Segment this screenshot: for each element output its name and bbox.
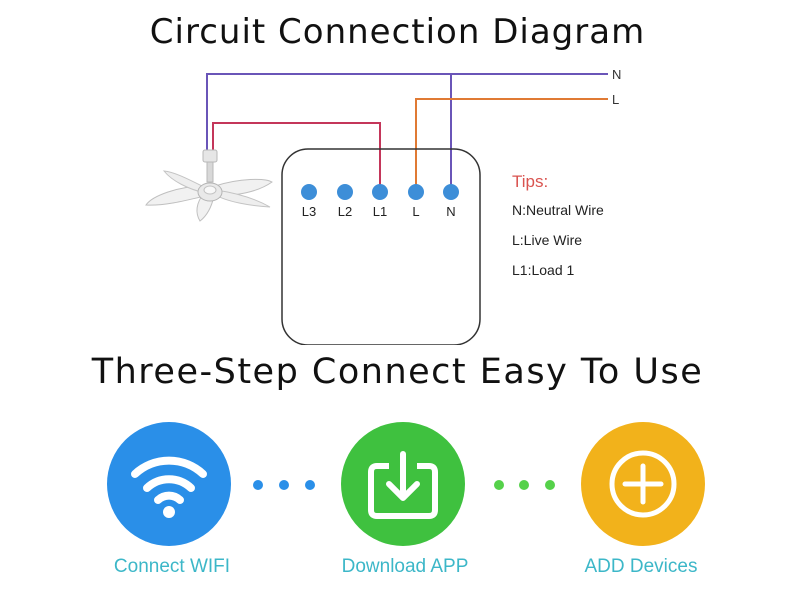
ceiling-fan-icon [145, 149, 273, 222]
terminal-label: L1 [373, 204, 387, 219]
live-wire-label: L [612, 92, 619, 107]
terminal-l [408, 184, 424, 200]
step-dot [305, 480, 315, 490]
wifi-step-circle [107, 422, 231, 546]
diagram-title: Circuit Connection Diagram [149, 12, 646, 52]
step-dot [253, 480, 263, 490]
switch-module [281, 148, 481, 345]
download-icon [368, 451, 438, 519]
step-label-wifi: Connect WIFI [113, 556, 231, 577]
terminal-l2 [337, 184, 353, 200]
tip-neutral: N:Neutral Wire [512, 202, 604, 218]
terminal-block: L3 L2 L1 L N [301, 184, 459, 219]
terminal-label: L [412, 204, 419, 219]
terminal-label: N [446, 204, 455, 219]
tip-live: L:Live Wire [512, 232, 582, 248]
step-label-add: ADD Devices [584, 556, 698, 577]
terminal-label: L3 [302, 204, 316, 219]
step-label-download: Download APP [341, 556, 469, 577]
load-wire [212, 122, 381, 190]
tip-load: L1:Load 1 [512, 262, 574, 278]
neutral-wire [206, 73, 608, 150]
add-step-circle [581, 422, 705, 546]
step-dot [494, 480, 504, 490]
terminal-label: L2 [338, 204, 352, 219]
wifi-icon [131, 456, 207, 518]
steps-title: Three-Step Connect Easy To Use [91, 352, 704, 392]
step-dot [519, 480, 529, 490]
neutral-wire-label: N [612, 67, 621, 82]
terminal-l3 [301, 184, 317, 200]
tips-heading: Tips: [512, 172, 548, 191]
terminal-l1 [372, 184, 388, 200]
step-dot [545, 480, 555, 490]
step-dot [279, 480, 289, 490]
plus-icon [609, 450, 677, 518]
download-step-circle [341, 422, 465, 546]
terminal-n [443, 184, 459, 200]
live-wire [415, 98, 608, 190]
